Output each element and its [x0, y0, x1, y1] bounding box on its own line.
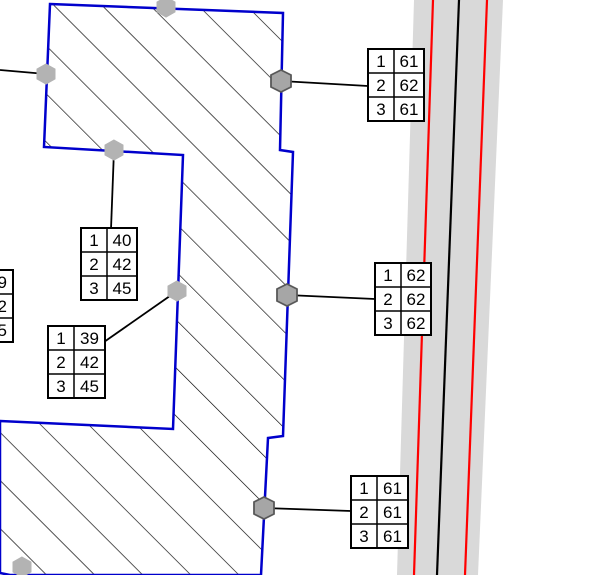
road-band: [397, 0, 503, 575]
hexagon-marker-icon[interactable]: [253, 495, 275, 521]
floor-number: 3: [359, 527, 368, 546]
level-table-frame: [47, 325, 106, 399]
hexagon-marker-icon[interactable]: [36, 63, 56, 85]
level-table-frame: [0, 269, 14, 343]
noise-level-value: 61: [383, 479, 402, 498]
floor-number: 1: [56, 329, 65, 348]
noise-level-value: 45: [80, 377, 99, 396]
noise-level-value: 42: [113, 255, 132, 274]
road-centerline: [435, 0, 461, 575]
hexagon-marker-icon[interactable]: [167, 280, 187, 302]
noise-level-value: 62: [407, 290, 426, 309]
level-table: 1 61 2 61 3 61: [350, 475, 409, 549]
floor-number: 3: [89, 279, 98, 298]
noise-level-value: 45: [113, 279, 132, 298]
floor-number: 1: [383, 266, 392, 285]
level-table-frame: [80, 227, 138, 301]
leader-line: [110, 149, 115, 230]
level-table: 1 61 2 62 3 61: [367, 48, 425, 122]
noise-level-value: 61: [400, 52, 419, 71]
level-table: 1 62 2 62 3 62: [374, 262, 432, 336]
noise-level-value: 62: [407, 266, 426, 285]
road-edge-right: [463, 0, 489, 575]
floor-number: 1: [359, 479, 368, 498]
floor-number: 2: [359, 503, 368, 522]
level-table-frame: [367, 48, 425, 122]
leader-line: [286, 294, 376, 300]
hexagon-marker-icon[interactable]: [276, 282, 298, 308]
noise-level-value: 61: [400, 100, 419, 119]
hexagon-marker-icon[interactable]: [104, 139, 124, 161]
noise-level-value: 39: [80, 329, 99, 348]
noise-level-value: 62: [407, 314, 426, 333]
noise-level-value: 40: [113, 231, 132, 250]
level-table: 9 2 5: [0, 269, 14, 343]
noise-level-value: 9: [0, 273, 7, 292]
level-table-frame: [374, 262, 432, 336]
hexagon-marker-icon[interactable]: [12, 556, 32, 575]
level-table: 1 40 2 42 3 45: [80, 227, 138, 301]
floor-number: 2: [89, 255, 98, 274]
receiver-points: [12, 0, 298, 575]
floor-number: 2: [56, 353, 65, 372]
noise-level-value: 2: [0, 297, 7, 316]
leader-line: [263, 507, 352, 512]
hexagon-marker-icon[interactable]: [156, 0, 176, 18]
noise-level-value: 5: [0, 321, 7, 340]
hexagon-marker-icon[interactable]: [270, 68, 292, 94]
floor-number: 1: [376, 52, 385, 71]
noise-level-value: 42: [80, 353, 99, 372]
level-table-frame: [350, 475, 409, 549]
noise-level-value: 62: [400, 76, 419, 95]
floor-number: 2: [383, 290, 392, 309]
leader-line: [103, 290, 178, 343]
noise-level-value: 61: [383, 527, 402, 546]
building-footprint: [0, 2, 295, 575]
noise-level-value: 61: [383, 503, 402, 522]
floor-number: 3: [56, 377, 65, 396]
floor-number: 1: [89, 231, 98, 250]
leader-line: [280, 80, 369, 87]
floor-number: 3: [376, 100, 385, 119]
floor-number: 3: [383, 314, 392, 333]
floor-number: 2: [376, 76, 385, 95]
level-table: 1 39 2 42 3 45: [47, 325, 106, 399]
